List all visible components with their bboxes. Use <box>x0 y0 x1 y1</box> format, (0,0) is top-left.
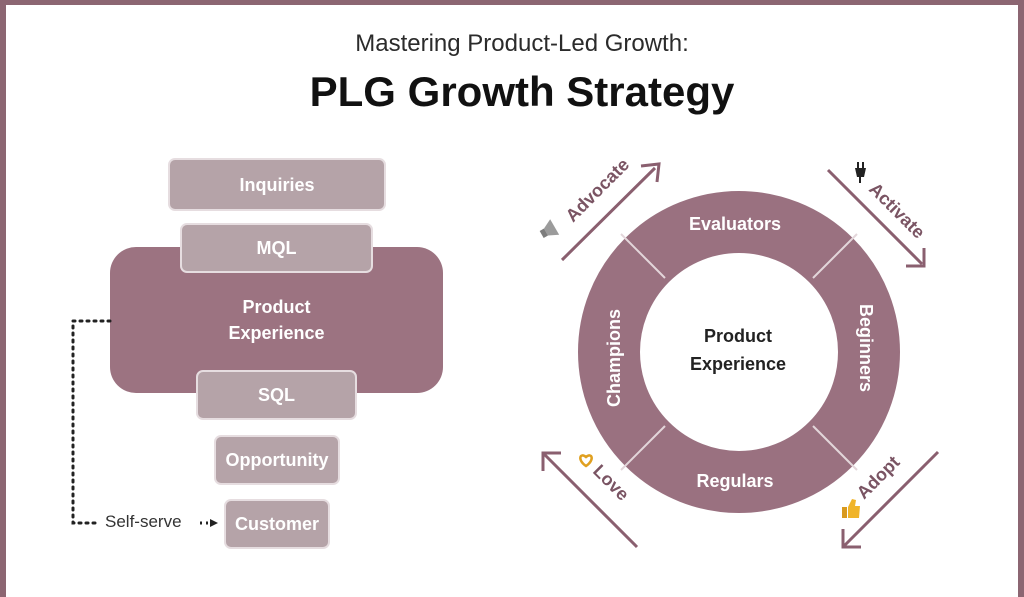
mql-label: MQL <box>256 238 297 258</box>
sql-label: SQL <box>257 385 295 405</box>
heart-hands-icon <box>579 454 593 468</box>
love-label: Love <box>589 461 633 505</box>
sql-box: SQL <box>196 370 357 420</box>
megaphone-icon <box>539 219 560 238</box>
opportunity-box: Opportunity <box>214 435 340 485</box>
center-label-line1: Product <box>704 326 772 346</box>
subtitle: Mastering Product-Led Growth: <box>355 30 689 57</box>
ring-dividers <box>620 233 858 471</box>
love-arrow <box>541 451 639 549</box>
product-experience-label: Product Experience <box>228 297 325 343</box>
self-serve-connector <box>71 319 112 525</box>
inquiries-box: Inquiries <box>168 158 386 211</box>
adopt-arrow <box>841 450 940 549</box>
segment-champions: Champions <box>604 309 624 407</box>
product-experience-box: Product Experience <box>110 247 443 393</box>
center-label-line2: Experience <box>690 354 786 374</box>
mql-box: MQL <box>180 223 373 273</box>
plug-icon <box>855 162 866 183</box>
segment-beginners: Beginners <box>856 304 876 392</box>
customer-label: Customer <box>234 514 319 534</box>
page-title: PLG Growth Strategy <box>309 68 735 115</box>
advocate-label: Advocate <box>562 154 633 225</box>
activate-arrow <box>826 168 926 268</box>
thumbs-up-icon <box>842 499 860 518</box>
advocate-arrow <box>560 162 661 262</box>
self-serve-label: Self-serve <box>105 512 182 531</box>
cycle-ring <box>578 191 900 513</box>
customer-box: Customer <box>224 499 330 549</box>
opportunity-label: Opportunity <box>225 450 329 470</box>
segment-regulars: Regulars <box>696 471 773 491</box>
activate-label: Activate <box>865 179 929 243</box>
segment-evaluators: Evaluators <box>689 214 781 234</box>
inquiries-label: Inquiries <box>239 174 315 195</box>
